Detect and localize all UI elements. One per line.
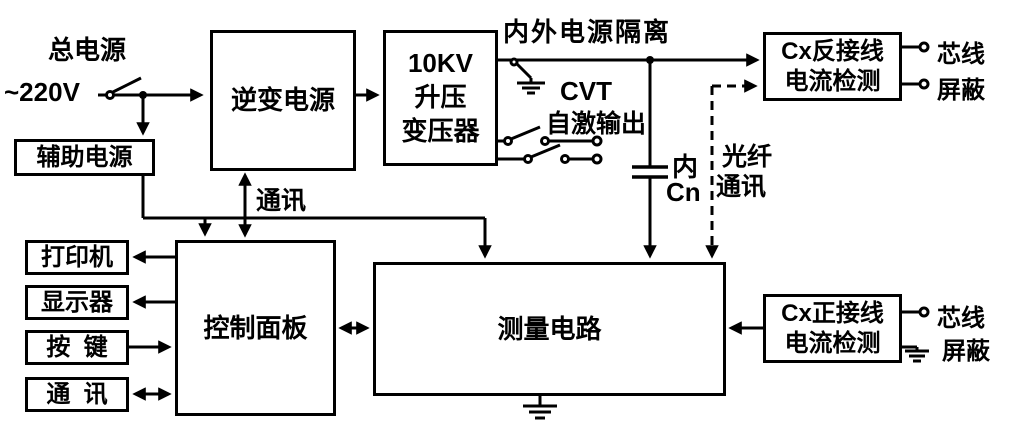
- fiber-label-line2: 通讯: [716, 173, 767, 201]
- cvt-output-label: 自激输出: [546, 110, 647, 138]
- comm-link-label: 通讯: [256, 187, 307, 215]
- keypad-label: 按 键: [46, 333, 108, 361]
- isolation-label: 内外电源隔离: [503, 17, 672, 47]
- transformer-label-line3: 变压器: [401, 115, 480, 146]
- mains-switch-icon: [98, 76, 204, 102]
- fiber-optic-dashed-link: [705, 79, 758, 259]
- cx-forward-terminals: [901, 306, 930, 363]
- display-block: 显示器: [25, 285, 129, 320]
- cvt-label: CVT: [560, 76, 612, 106]
- shield-top-label: 屏蔽: [937, 77, 985, 104]
- transformer-label-line1: 10KV: [407, 48, 474, 79]
- peripheral-arrows: [129, 250, 175, 401]
- fiber-label-line1: 光纤: [722, 143, 773, 171]
- core-wire-top-label: 芯线: [937, 41, 985, 68]
- printer-block: 打印机: [25, 240, 129, 275]
- measurement-circuit-block: 测量电路: [373, 262, 726, 396]
- cx-forward-label-line1: Cx正接线: [781, 299, 884, 327]
- aux-power-feed-lines: [136, 95, 492, 259]
- measurement-label: 测量电路: [497, 313, 602, 344]
- aux-power-block: 辅助电源: [14, 139, 155, 176]
- core-wire-bottom-label: 芯线: [937, 305, 985, 332]
- cn-label-line2: Cn: [666, 177, 701, 207]
- transformer-block: 10KV 升压 变压器: [383, 30, 498, 166]
- aux-power-label: 辅助电源: [36, 143, 133, 171]
- cx-forward-detector-block: Cx正接线 电流检测: [763, 294, 902, 363]
- main-power-label: 总电源: [48, 35, 127, 65]
- inverter-label: 逆变电源: [230, 85, 335, 116]
- transformer-label-line2: 升压: [414, 82, 467, 113]
- mains-voltage-label: ~220V: [4, 77, 80, 107]
- cn-capacitor-icon: [632, 60, 668, 259]
- measurement-ground-icon: [523, 396, 557, 420]
- cx-reverse-detector-block: Cx反接线 电流检测: [763, 32, 902, 101]
- comm-port-label: 通 讯: [46, 380, 108, 408]
- keypad-block: 按 键: [25, 330, 129, 365]
- control-panel-label: 控制面板: [203, 312, 308, 343]
- hv-output-line: [497, 53, 760, 67]
- printer-label: 打印机: [41, 243, 113, 271]
- cvt-output-switches-icon: [497, 125, 603, 165]
- comm-port-block: 通 讯: [25, 377, 129, 412]
- cx-reverse-label-line1: Cx反接线: [781, 37, 884, 65]
- display-label: 显示器: [41, 288, 113, 316]
- shield-bottom-label: 屏蔽: [942, 338, 990, 365]
- cx-reverse-terminals: [901, 41, 930, 90]
- control-panel-block: 控制面板: [175, 240, 336, 416]
- cx-forward-label-line2: 电流检测: [784, 329, 881, 357]
- isolation-switch-ground-icon: [509, 57, 545, 95]
- inverter-block: 逆变电源: [210, 30, 356, 171]
- cx-reverse-label-line2: 电流检测: [784, 67, 881, 95]
- cn-label-line1: 内: [672, 152, 699, 182]
